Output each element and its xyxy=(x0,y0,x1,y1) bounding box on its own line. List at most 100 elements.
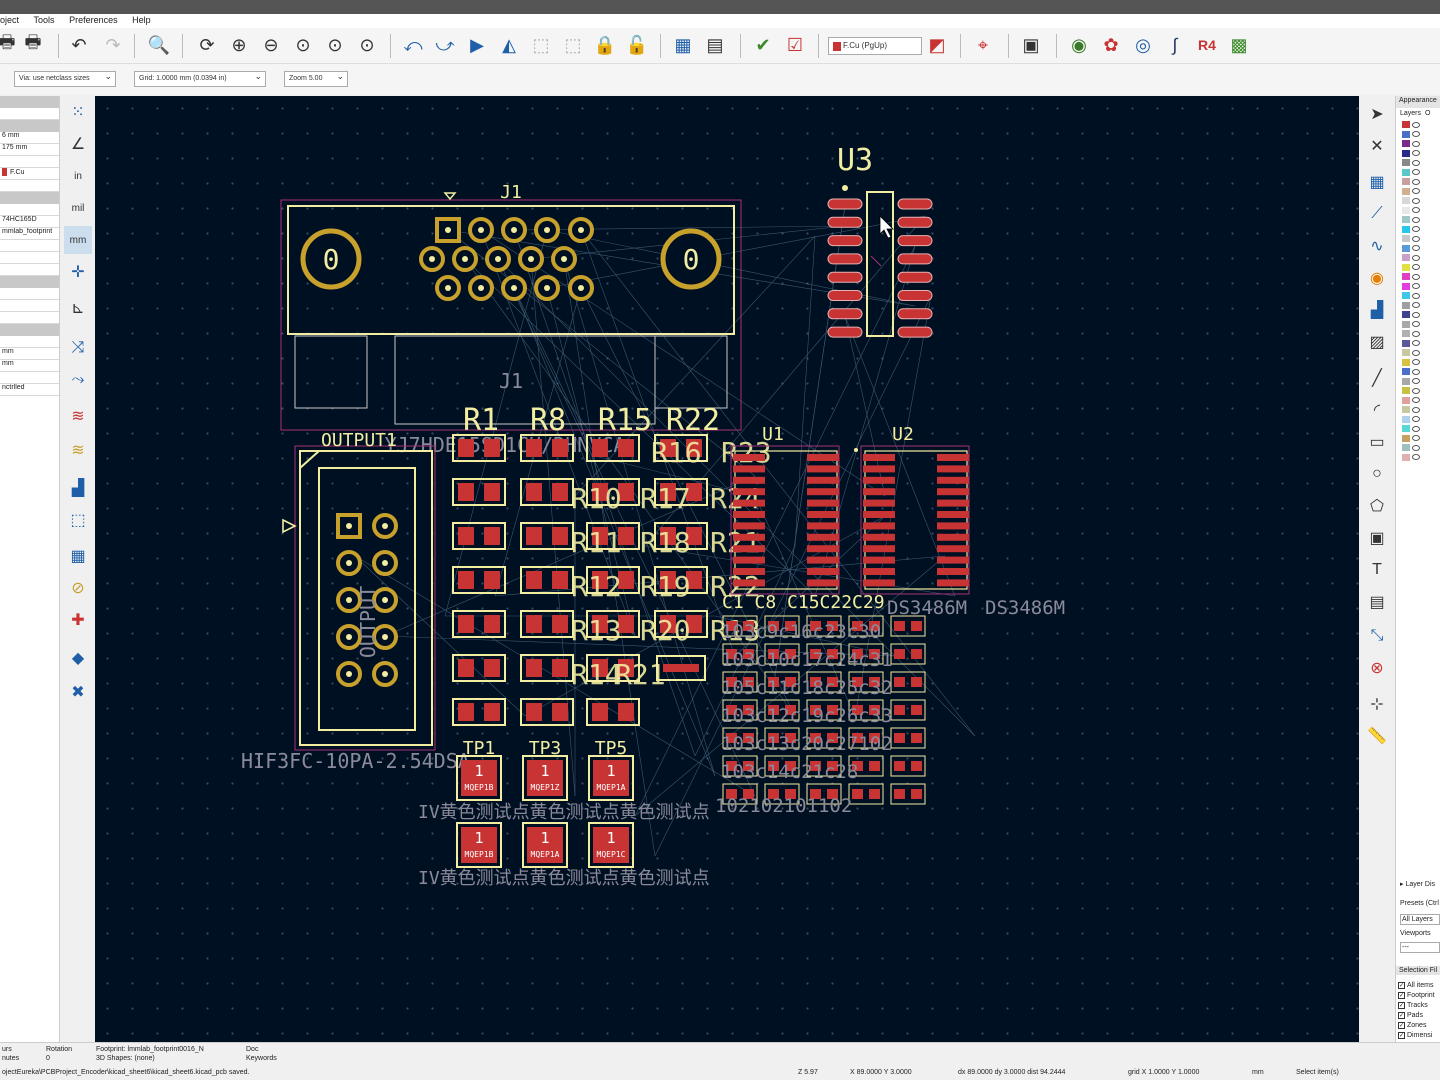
capacitor-outline[interactable] xyxy=(806,755,842,777)
resistor-pad[interactable] xyxy=(552,659,568,677)
capacitor-pad[interactable] xyxy=(785,677,796,687)
u3-pad[interactable] xyxy=(827,198,863,210)
capacitor-pad[interactable] xyxy=(852,761,863,771)
rotate-ccw-icon[interactable]: ⤺ xyxy=(403,34,423,55)
print-icon[interactable]: 🖶 xyxy=(0,32,16,52)
layer-row[interactable] xyxy=(1396,310,1440,320)
resistor-pad[interactable] xyxy=(660,527,676,545)
layer-pair-icon[interactable]: ◩ xyxy=(928,34,946,55)
testpoint-mark[interactable]: MQEP1C xyxy=(597,850,626,859)
testpoint-outline[interactable] xyxy=(456,822,502,868)
resistor-pad[interactable] xyxy=(618,703,634,721)
layer-row[interactable] xyxy=(1396,225,1440,235)
menu-help[interactable]: Help xyxy=(132,15,151,25)
capacitor-pad[interactable] xyxy=(827,677,838,687)
u3-pad[interactable] xyxy=(827,308,863,320)
capacitor-outline[interactable] xyxy=(806,643,842,665)
capacitor-outline[interactable] xyxy=(764,727,800,749)
resistor-ref-label[interactable]: R8 xyxy=(530,403,566,438)
capacitor-outline[interactable] xyxy=(848,727,884,749)
capacitor-outline[interactable] xyxy=(848,699,884,721)
lock-icon[interactable]: 🔒 xyxy=(593,34,617,55)
unlock-icon[interactable]: 🔓 xyxy=(625,34,649,55)
testpoint-mark[interactable]: MQEP1A xyxy=(597,783,626,792)
resistor-pad[interactable] xyxy=(552,483,568,501)
resistor-pad[interactable] xyxy=(592,527,608,545)
layer-display-toggle[interactable]: ▸ Layer Dis xyxy=(1400,881,1436,888)
graphic-outline-icon[interactable]: ✚ xyxy=(71,612,85,629)
draw-polygon-icon[interactable]: ⬠ xyxy=(1370,498,1384,515)
capacitor-outline[interactable] xyxy=(890,615,926,637)
mirror-icon[interactable]: ◭ xyxy=(502,34,516,55)
capacitor-outline[interactable] xyxy=(848,755,884,777)
capacitor-pad[interactable] xyxy=(785,761,796,771)
add-text-icon[interactable]: T xyxy=(1372,561,1382,578)
capacitor-outline[interactable] xyxy=(764,755,800,777)
capacitor-pad[interactable] xyxy=(894,621,905,631)
testpoint-outline[interactable] xyxy=(522,822,568,868)
capacitor-pad[interactable] xyxy=(810,649,821,659)
resistor-outline[interactable] xyxy=(586,566,640,594)
u1pads-pad[interactable] xyxy=(733,476,765,484)
resistor-pad[interactable] xyxy=(618,571,634,589)
u3-pad[interactable] xyxy=(897,198,933,210)
u2pads-pad[interactable] xyxy=(863,511,895,518)
capacitor-pad[interactable] xyxy=(785,789,796,799)
u2pads-pad[interactable] xyxy=(937,579,969,587)
track-outline-icon[interactable]: ≋ xyxy=(71,442,85,459)
resistor-pad[interactable] xyxy=(484,483,500,501)
resistor-pad[interactable] xyxy=(663,664,699,672)
layers-manager-icon[interactable]: ◆ xyxy=(71,650,85,667)
capacitor-outline[interactable] xyxy=(764,783,800,805)
u3-pad[interactable] xyxy=(897,235,933,247)
capacitor-pad[interactable] xyxy=(852,677,863,687)
grid-toggle-icon[interactable]: ⁙ xyxy=(71,104,85,121)
testpoint-pad-number[interactable]: 1 xyxy=(474,762,483,780)
resistor-outline[interactable] xyxy=(654,522,708,550)
testpoint-mark[interactable]: MQEP1A xyxy=(531,850,560,859)
capacitor-pad[interactable] xyxy=(911,789,922,799)
resistor-outline[interactable] xyxy=(586,610,640,638)
resistor-pad[interactable] xyxy=(592,703,608,721)
u3-pad[interactable] xyxy=(897,216,933,228)
capacitor-outline[interactable] xyxy=(890,643,926,665)
u2pads-pad[interactable] xyxy=(863,454,895,461)
capacitor-pad[interactable] xyxy=(785,649,796,659)
presets-select[interactable]: All Layers xyxy=(1400,914,1440,925)
menu-preferences[interactable]: Preferences xyxy=(69,15,118,25)
capacitor-pad[interactable] xyxy=(827,789,838,799)
capacitor-pad[interactable] xyxy=(869,761,880,771)
layer-row[interactable] xyxy=(1396,206,1440,216)
capacitor-pad[interactable] xyxy=(743,761,754,771)
capacitor-pad[interactable] xyxy=(726,761,737,771)
capacitor-pad[interactable] xyxy=(894,733,905,743)
resistor-overlay-label[interactable]: R10 xyxy=(571,482,622,515)
zone-fill-icon[interactable]: ▟ xyxy=(71,480,85,497)
layer-row[interactable] xyxy=(1396,244,1440,254)
resistor-pad[interactable] xyxy=(660,483,676,501)
resistor-overlay-label[interactable]: R16 xyxy=(651,436,702,469)
capacitor-pad[interactable] xyxy=(743,733,754,743)
capacitor-pad[interactable] xyxy=(785,705,796,715)
layer-row[interactable] xyxy=(1396,358,1440,368)
u3-footprint[interactable]: U3 xyxy=(827,143,933,338)
capacitor-pad[interactable] xyxy=(743,789,754,799)
capacitor-pad[interactable] xyxy=(768,733,779,743)
resistor-outline[interactable] xyxy=(654,434,708,462)
net-highlight-icon[interactable]: ≋ xyxy=(71,408,85,425)
capacitor-pad[interactable] xyxy=(852,789,863,799)
capacitor-pad[interactable] xyxy=(768,761,779,771)
capacitor-value-row[interactable]: 103c14c21c28 xyxy=(721,761,858,783)
u1pads-pad[interactable] xyxy=(733,545,765,553)
layer-row[interactable] xyxy=(1396,234,1440,244)
u1pads-pad[interactable] xyxy=(807,533,839,541)
u1pads-pad[interactable] xyxy=(807,476,839,484)
menu-project[interactable]: oject xyxy=(0,15,20,25)
capacitor-pad[interactable] xyxy=(768,621,779,631)
resistor-overlay-label[interactable]: R20 xyxy=(640,614,691,647)
u1pads-pad[interactable] xyxy=(807,579,839,587)
resistor-outline[interactable] xyxy=(520,522,574,550)
layer-row[interactable] xyxy=(1396,215,1440,225)
resistor-pad[interactable] xyxy=(526,483,542,501)
capacitor-outline[interactable] xyxy=(722,755,758,777)
